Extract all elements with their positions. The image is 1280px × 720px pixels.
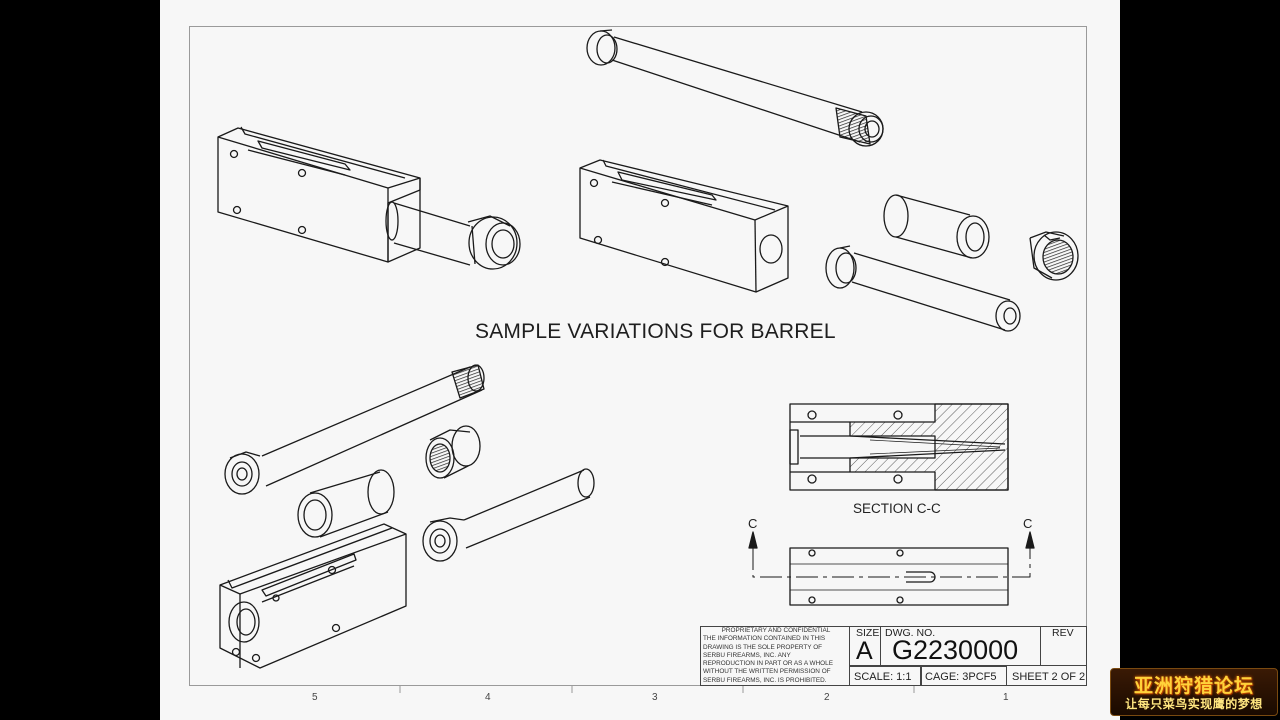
title-block <box>700 626 1087 686</box>
zone-ticks <box>399 686 915 693</box>
scale-text: SCALE: 1:1 <box>854 671 912 683</box>
section-c-c-view <box>789 403 1009 491</box>
proprietary-line: THE INFORMATION CONTAINED IN THIS <box>703 635 826 643</box>
cage-text: CAGE: 3PCF5 <box>925 671 997 683</box>
proprietary-line: SERBU FIREARMS, INC. ANY <box>703 651 791 659</box>
section-mark-left: C <box>748 516 758 531</box>
receiver-part-bottom <box>219 523 407 669</box>
sheet-text: SHEET 2 OF 2 <box>1012 671 1086 683</box>
barrel-part-bottom-threaded <box>224 364 485 495</box>
size-label: SIZE <box>856 627 880 639</box>
receiver-part-middle <box>579 159 789 293</box>
dwg-no-value: G2230000 <box>892 635 1019 665</box>
rev-label: REV <box>1052 627 1074 639</box>
proprietary-line: DRAWING IS THE SOLE PROPERTY OF <box>703 643 823 651</box>
nut-part-bottom <box>425 425 481 479</box>
proprietary-notice: PROPRIETARY AND CONFIDENTIAL THE INFORMA… <box>703 627 849 685</box>
watermark-line-1: 亚洲狩猎论坛 <box>1133 675 1254 697</box>
proprietary-line: SERBU FIREARMS, INC. IS PROHIBITED. <box>703 676 827 684</box>
assembled-barrel-view-1 <box>217 126 521 270</box>
barrel-part-middle <box>825 245 1021 332</box>
zone-label: 5 <box>312 692 318 703</box>
proprietary-heading: PROPRIETARY AND CONFIDENTIAL <box>721 627 831 634</box>
drawing-sheet <box>160 0 1120 720</box>
sleeve-part-middle <box>883 194 990 259</box>
barrel-part-bottom-plain <box>422 468 595 562</box>
section-mark-right: C <box>1023 516 1033 531</box>
section-label: SECTION C-C <box>853 501 941 516</box>
drawing-title: SAMPLE VARIATIONS FOR BARREL <box>475 320 836 343</box>
technical-drawing-views <box>217 29 1079 693</box>
zone-label: 3 <box>652 692 658 703</box>
nut-part-middle <box>1029 231 1079 281</box>
zone-label: 4 <box>485 692 491 703</box>
drawing-border <box>189 26 1087 686</box>
size-value: A <box>856 637 873 665</box>
sleeve-part-bottom <box>297 469 395 538</box>
zone-label: 2 <box>824 692 830 703</box>
zone-label: 1 <box>1003 692 1009 703</box>
side-view-with-section-line <box>748 531 1035 606</box>
proprietary-line: REPRODUCTION IN PART OR AS A WHOLE <box>703 660 833 668</box>
barrel-part-top <box>586 29 884 147</box>
dwg-no-label: DWG. NO. <box>885 627 936 639</box>
proprietary-line: WITHOUT THE WRITTEN PERMISSION OF <box>703 668 831 676</box>
forum-watermark-logo: 亚洲狩猎论坛 让每只菜鸟实现鹰的梦想 <box>1110 668 1278 716</box>
watermark-line-2: 让每只菜鸟实现鹰的梦想 <box>1125 697 1263 711</box>
